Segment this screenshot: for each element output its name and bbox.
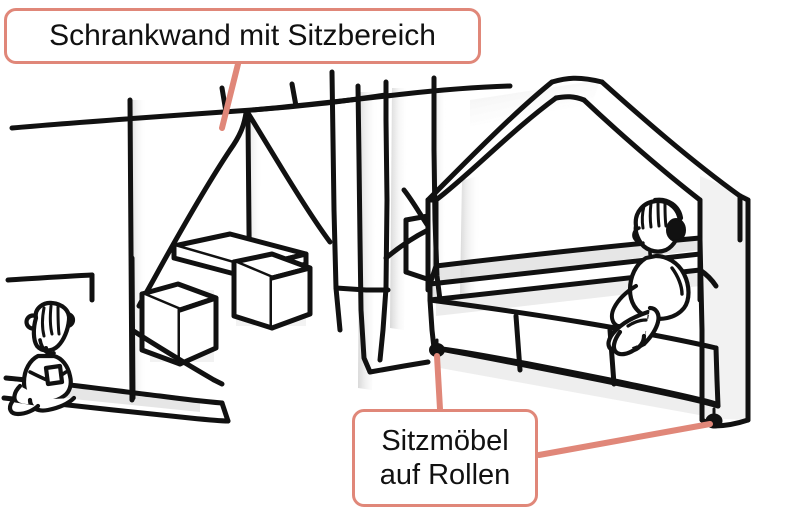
cabinet-wall-frame [9, 81, 513, 403]
leader-sitzmoebel-right [536, 421, 713, 458]
child-reading-figure [7, 300, 77, 417]
callout-sitzmoebel-line1: Sitzmöbel [381, 424, 509, 457]
cube-stool-left [139, 281, 219, 367]
leader-schrankwand [219, 61, 241, 131]
callout-schrankwand-text: Schrankwand mit Sitzbereich [49, 19, 436, 53]
house-shaped-sofa-frame [403, 75, 751, 429]
leader-sitzmoebel-left [434, 353, 443, 412]
callout-sitzmoebel: Sitzmöbel auf Rollen [352, 409, 538, 507]
callout-schrankwand: Schrankwand mit Sitzbereich [4, 8, 481, 64]
cube-stool-right [231, 251, 313, 331]
teen-with-headphones-figure [606, 197, 691, 357]
callout-sitzmoebel-line2: auf Rollen [379, 459, 511, 491]
leader-lines [219, 61, 713, 458]
